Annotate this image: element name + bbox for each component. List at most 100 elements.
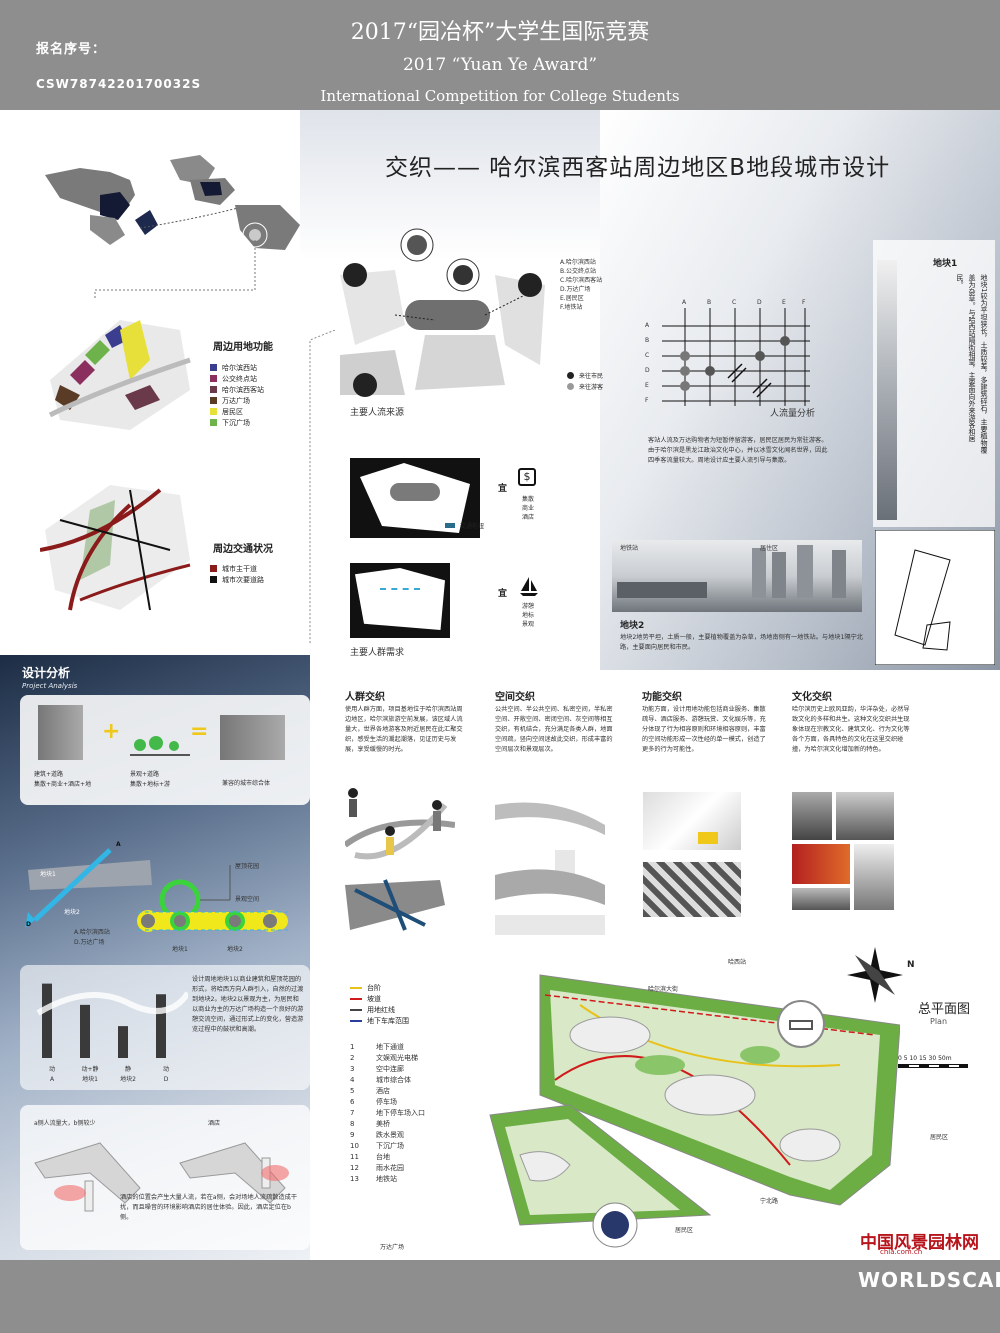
building-graphic <box>38 705 83 760</box>
parcel2-photo <box>612 540 862 612</box>
flow-grid-caption: 人流量分析 <box>770 409 816 419</box>
design-analysis-title: 设计分析 <box>22 666 71 680</box>
parcel1-text: 地块1较为平坦狭长，土质较差，多建筑碎石，主要植物覆盖为杂草。与哈西站隔街相望，… <box>956 274 988 454</box>
north-arrow-icon <box>847 947 903 1003</box>
hotel-text: 酒店的位置会产生大量人流，若在a侧，会对场地人流疏散造成干扰，而且噪音的环境影响… <box>120 1194 298 1221</box>
main-title: 交织—— 哈尔滨西客站周边地区B地段城市设计 <box>385 155 891 181</box>
diagram-label: 地块2 <box>227 946 243 953</box>
grid-col-label: C <box>732 299 737 306</box>
legend-item: 交通枢纽 <box>445 520 484 531</box>
legend-swatch <box>210 375 217 382</box>
legend-item: 用地红线 <box>350 1004 409 1015</box>
land-use-map <box>40 300 200 440</box>
bar-panel: 动 A 动+静 地块1 静 地块2 动 D 设计周地地块1以商业建筑和屋顶花园的… <box>20 965 310 1090</box>
culture-photo <box>836 792 894 840</box>
parcel2-site-plan <box>875 530 995 665</box>
needs-2-suitable: 宜 <box>498 589 508 599</box>
flow-sources-caption: 主要人流来源 <box>350 408 405 418</box>
legend-label: 居民区 <box>222 407 243 416</box>
legend-dot <box>567 372 574 379</box>
plan-number: 13 <box>350 1175 359 1183</box>
plan-number: 4 <box>350 1076 355 1084</box>
legend-swatch <box>210 576 217 583</box>
grid-col-label: A <box>682 299 687 306</box>
plan-number: 3 <box>350 1065 355 1073</box>
hotel-panel: a侧人流量大，b侧较少 酒店 酒店的位置会产生大量人流，若在a侧，会对场地人流疏… <box>20 1105 310 1250</box>
watermark-cn: 中国风景园林网 <box>860 1233 979 1253</box>
axis-point-a: A <box>116 841 121 848</box>
needs-map-1-station <box>390 483 440 501</box>
grid-col-label: B <box>707 299 712 306</box>
legend-swatch <box>210 408 217 415</box>
plan-number: 1 <box>350 1043 355 1051</box>
station-building <box>617 582 707 598</box>
legend-label: 哈尔滨西站 <box>222 363 257 372</box>
hotel-diagram <box>34 1142 289 1212</box>
concept-title: 人群交织 <box>345 692 385 703</box>
space-crossing-diagram <box>495 802 605 935</box>
land-use-title: 周边用地功能 <box>213 342 273 353</box>
bar-chart <box>36 983 188 1058</box>
legend-line <box>350 1019 362 1022</box>
building <box>752 548 766 598</box>
needs-item: 集散 <box>522 496 535 503</box>
culture-photo <box>792 844 850 884</box>
street-label: 哈西站 <box>728 959 747 966</box>
trees-graphic <box>130 736 190 756</box>
building <box>772 552 786 598</box>
plan-number: 9 <box>350 1131 355 1139</box>
land-use-legend: 哈尔滨西站 公交终点站 哈尔滨西客站 万达广场 居民区 下沉广场 <box>210 362 264 428</box>
function-image-2 <box>643 862 741 917</box>
bar-label: 动+静 <box>81 1066 99 1073</box>
needs-item: 地标 <box>522 612 535 619</box>
street-label: 万达广场 <box>380 1244 405 1251</box>
plan-number: 2 <box>350 1054 355 1062</box>
plan-number: 8 <box>350 1120 355 1128</box>
legend-line <box>350 1008 362 1011</box>
needs-item: 景观 <box>522 621 535 628</box>
building <box>797 545 813 598</box>
plan-numbered-item: 3 空中连廊 <box>350 1065 425 1076</box>
needs-map-1 <box>350 458 480 538</box>
reg-label: 报名序号： <box>36 42 107 57</box>
shopping-bag-icon: $ <box>518 468 536 486</box>
street-label: 居民区 <box>930 1134 949 1141</box>
master-plan-subtitle: Plan <box>930 1017 948 1026</box>
needs-item: 游憩 <box>522 603 535 610</box>
needs-map-2-path <box>380 588 420 592</box>
legend-item: 哈尔滨西客站 <box>210 384 264 395</box>
flow-source-item: C.哈尔滨西客站 <box>560 277 603 284</box>
street-label: 哈尔滨大街 <box>648 986 679 993</box>
title-en-2: International Competition for College St… <box>320 87 680 105</box>
parcel1-photo <box>877 260 897 520</box>
parcel-diagram-svg <box>25 848 288 932</box>
grid-row-label: A <box>645 322 650 329</box>
bar-sublabel: D <box>163 1076 169 1083</box>
flow-source-item: A.哈尔滨西站 <box>560 259 596 266</box>
function-image-1 <box>643 792 741 850</box>
title-en-1: 2017 “Yuan Ye Award” <box>402 55 598 75</box>
complex-graphic <box>220 715 285 760</box>
legend-swatch <box>210 364 217 371</box>
plan-item-label: 地下停车场入口 <box>376 1109 425 1117</box>
flow-source-item: B.公交终点站 <box>560 268 597 275</box>
parcel2-text: 地块2地势平坦，土质一般，主要植物覆盖为杂草，场地南侧有一地铁站。与地块1隔宁北… <box>620 634 863 651</box>
traffic-legend: 城市主干道 城市次要道路 <box>210 563 264 585</box>
legend-label: 万达广场 <box>222 396 250 405</box>
section-connector <box>309 330 336 645</box>
plan-item-label: 城市综合体 <box>376 1076 411 1084</box>
legend-label: 下沉广场 <box>222 418 250 427</box>
plan-number: 6 <box>350 1098 355 1106</box>
legend-label: 地下车库范围 <box>367 1016 409 1025</box>
diagram-label: D.万达广场 <box>74 939 105 946</box>
legend-label: 来往游客 <box>579 384 604 391</box>
needs-item: 酒店 <box>522 514 535 521</box>
scale-label: 0 5 10 15 30 50m <box>898 1055 952 1062</box>
flow-source-item: D.万达广场 <box>560 286 591 293</box>
diagram-label: 地块2 <box>64 909 80 916</box>
plan-item-label: 空中连廊 <box>376 1065 404 1073</box>
